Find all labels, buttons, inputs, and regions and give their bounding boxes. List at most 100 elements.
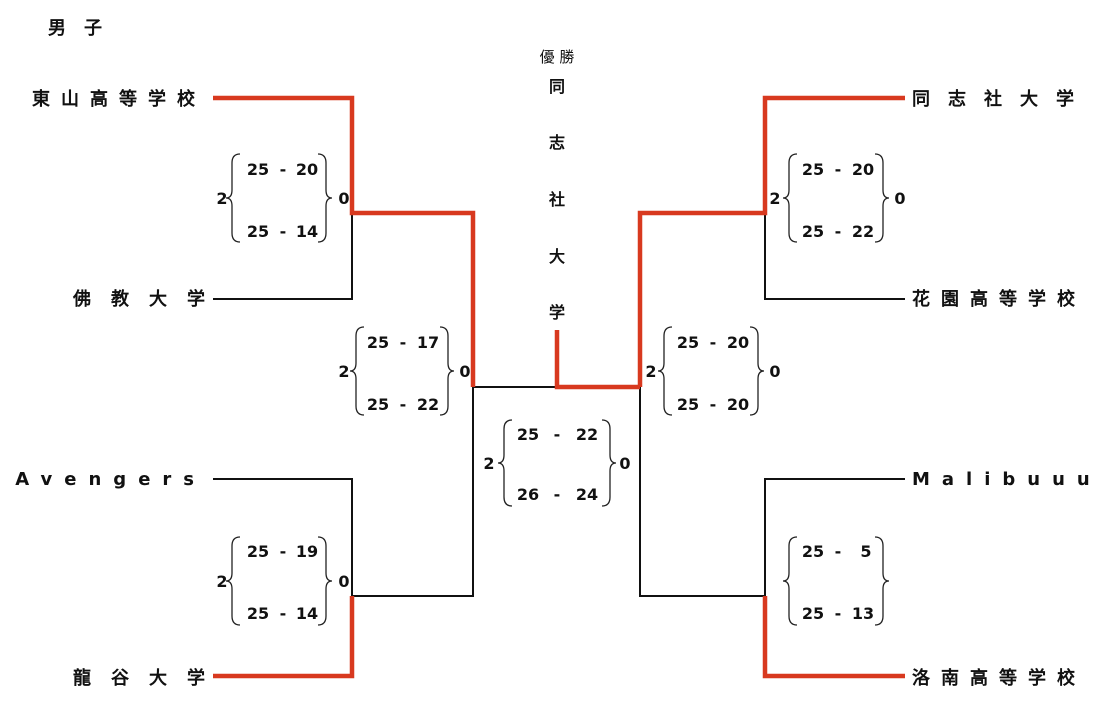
score-dash: - bbox=[554, 425, 561, 444]
team-name-right-4: 洛南高等学校 bbox=[912, 667, 1086, 689]
game-score-right: 22 bbox=[576, 425, 598, 444]
sets-won-left: 2 bbox=[645, 362, 656, 381]
sets-won-left: 2 bbox=[216, 572, 227, 591]
brace-left bbox=[782, 153, 798, 243]
champion-name-char: 学 bbox=[549, 303, 565, 322]
score-dash: - bbox=[554, 485, 561, 504]
champion-label: 優 勝 bbox=[540, 48, 575, 66]
brace-left bbox=[349, 326, 365, 416]
game-score-left: 25 bbox=[247, 542, 269, 561]
team-name-right-2: 花園高等学校 bbox=[912, 288, 1086, 310]
brace-left bbox=[782, 536, 798, 626]
game-score-right: 22 bbox=[417, 395, 439, 414]
bracket-line-r3 bbox=[764, 478, 905, 596]
brace-right bbox=[874, 153, 890, 243]
game-score-left: 26 bbox=[517, 485, 539, 504]
team-name-left-3: Avengers bbox=[15, 469, 206, 490]
champion-name-char: 同 bbox=[549, 77, 565, 96]
team-name-right-1: 同志社大学 bbox=[912, 88, 1092, 110]
game-score-right: 22 bbox=[852, 222, 874, 241]
sets-won-left: 2 bbox=[769, 189, 780, 208]
sets-won-left: 2 bbox=[338, 362, 349, 381]
bracket-line-r2 bbox=[764, 213, 905, 300]
score-dash: - bbox=[280, 222, 287, 241]
brace-right bbox=[749, 326, 765, 416]
win-line-final bbox=[554, 330, 640, 390]
score-dash: - bbox=[710, 333, 717, 352]
game-score-right: 20 bbox=[852, 160, 874, 179]
sets-won-right: 0 bbox=[338, 189, 349, 208]
game-score-left: 25 bbox=[247, 222, 269, 241]
sets-won-right: 0 bbox=[459, 362, 470, 381]
score-dash: - bbox=[280, 542, 287, 561]
game-score-right: 20 bbox=[296, 160, 318, 179]
game-score-left: 25 bbox=[517, 425, 539, 444]
bracket-line-l4-up bbox=[352, 387, 474, 597]
match-score-m1: 2 25 - 20 25 - 14 0 bbox=[216, 153, 350, 243]
brace-left bbox=[657, 326, 673, 416]
champion-name-char: 志 bbox=[549, 133, 565, 152]
score-dash: - bbox=[400, 395, 407, 414]
team-name-right-3: Malibuuu bbox=[912, 469, 1102, 490]
sets-won-left: 2 bbox=[483, 454, 494, 473]
brace-left bbox=[497, 419, 513, 507]
brace-right bbox=[439, 326, 455, 416]
game-score-right: 5 bbox=[860, 542, 871, 561]
score-dash: - bbox=[710, 395, 717, 414]
game-score-right: 19 bbox=[296, 542, 318, 561]
brace-right bbox=[874, 536, 890, 626]
game-score-left: 25 bbox=[367, 333, 389, 352]
game-score-left: 25 bbox=[677, 333, 699, 352]
game-score-left: 25 bbox=[802, 542, 824, 561]
match-score-m3: 2 25 - 20 25 - 22 0 bbox=[769, 153, 906, 243]
game-score-right: 14 bbox=[296, 604, 318, 623]
game-score-right: 24 bbox=[576, 485, 598, 504]
match-score-m5: 2 25 - 17 25 - 22 0 bbox=[338, 326, 471, 416]
score-dash: - bbox=[835, 222, 842, 241]
win-line-l1 bbox=[213, 95, 476, 387]
team-name-left-2: 佛 教 大 学 bbox=[72, 288, 206, 310]
match-score-final: 2 25 - 22 26 - 24 0 bbox=[483, 419, 631, 507]
brace-left bbox=[225, 536, 241, 626]
team-name-left-1: 東山高等学校 bbox=[32, 88, 206, 110]
brace-left bbox=[225, 153, 241, 243]
bracket-line-l2 bbox=[213, 213, 353, 300]
sets-won-right: 0 bbox=[338, 572, 349, 591]
score-dash: - bbox=[280, 160, 287, 179]
win-line-r4 bbox=[762, 596, 905, 679]
game-score-left: 25 bbox=[802, 222, 824, 241]
champion-name: 同 志 社 大 学 bbox=[548, 77, 565, 322]
score-dash: - bbox=[835, 160, 842, 179]
win-line-l4 bbox=[213, 596, 355, 679]
game-score-left: 25 bbox=[367, 395, 389, 414]
score-dash: - bbox=[835, 542, 842, 561]
brace-right bbox=[317, 153, 333, 243]
sets-won-right: 0 bbox=[894, 189, 905, 208]
match-score-m4: 25 - 5 25 - 13 bbox=[782, 536, 890, 626]
game-score-right: 14 bbox=[296, 222, 318, 241]
match-score-m2: 2 25 - 19 25 - 14 0 bbox=[216, 536, 350, 626]
sets-won-right: 0 bbox=[619, 454, 630, 473]
brace-right bbox=[317, 536, 333, 626]
team-name-left-4: 龍 谷 大 学 bbox=[73, 667, 206, 689]
game-score-right: 20 bbox=[727, 333, 749, 352]
game-score-left: 25 bbox=[802, 160, 824, 179]
bracket-line-r4-up bbox=[639, 387, 765, 597]
game-score-left: 25 bbox=[802, 604, 824, 623]
game-score-left: 25 bbox=[677, 395, 699, 414]
match-score-m6: 2 25 - 20 25 - 20 0 bbox=[645, 326, 781, 416]
game-score-right: 13 bbox=[852, 604, 874, 623]
brace-right bbox=[601, 419, 617, 507]
bracket-line-l3 bbox=[213, 478, 353, 596]
game-score-right: 17 bbox=[417, 333, 439, 352]
score-dash: - bbox=[400, 333, 407, 352]
game-score-left: 25 bbox=[247, 160, 269, 179]
score-dash: - bbox=[280, 604, 287, 623]
game-score-left: 25 bbox=[247, 604, 269, 623]
win-line-r1 bbox=[637, 95, 905, 387]
game-score-right: 20 bbox=[727, 395, 749, 414]
champion-name-char: 大 bbox=[549, 247, 565, 266]
champion-name-char: 社 bbox=[548, 190, 565, 209]
sets-won-right: 0 bbox=[769, 362, 780, 381]
